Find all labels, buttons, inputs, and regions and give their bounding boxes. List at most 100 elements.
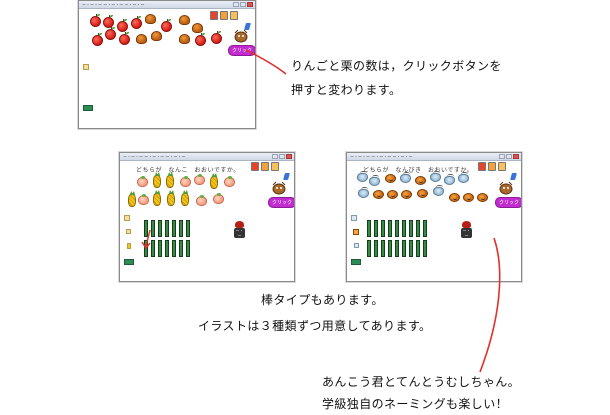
peach-icon	[180, 176, 191, 187]
tool-yellow-button[interactable]	[498, 162, 506, 171]
click-button[interactable]: クリック	[228, 45, 255, 56]
counting-bar	[402, 220, 406, 237]
counting-bar	[165, 220, 169, 237]
pineapple-icon	[167, 193, 175, 206]
left-window-title: ー・ー・ー ー・ー・ー ー・ー・ー	[123, 153, 186, 159]
tool-orange-button[interactable]	[488, 162, 496, 171]
counting-bar	[409, 220, 413, 237]
anglerfish-icon	[463, 193, 474, 202]
ladybug-icon	[430, 171, 441, 182]
caption-line: 棒タイプもあります。	[261, 293, 384, 307]
tool-red-button[interactable]	[251, 162, 259, 171]
counting-bar	[179, 240, 183, 257]
green-nav-button[interactable]	[351, 259, 361, 265]
minimize-button[interactable]	[272, 154, 278, 159]
achievement-badge-icon: ー・ー	[461, 221, 472, 238]
bar-group-top	[367, 220, 427, 237]
mascot-character-icon	[234, 29, 248, 43]
counting-bar	[151, 220, 155, 237]
side-small-peach-icon	[126, 229, 131, 234]
counting-bar	[367, 220, 371, 237]
click-button[interactable]: クリック	[495, 197, 521, 208]
close-button[interactable]	[247, 2, 253, 7]
counting-bar	[388, 220, 392, 237]
tool-yellow-button[interactable]	[271, 162, 279, 171]
counting-bar	[186, 240, 190, 257]
chestnut-icon	[192, 23, 203, 33]
side-pineapple-icon	[127, 243, 131, 249]
anglerfish-icon	[387, 190, 398, 199]
counting-bar	[179, 220, 183, 237]
ladybug-icon	[357, 171, 368, 182]
chestnut-icon	[179, 15, 190, 25]
tool-red-button[interactable]	[478, 162, 486, 171]
counting-bar	[151, 240, 155, 257]
chestnut-icon	[136, 34, 147, 44]
close-button[interactable]	[513, 154, 519, 159]
counting-bar	[172, 240, 176, 257]
tool-orange-button[interactable]	[261, 162, 269, 171]
caption-line: 押すと変わります。	[291, 83, 402, 97]
apple-icon	[92, 33, 103, 46]
right-window-title: ー・ー・ー ー・ー・ー ー・ー・ー	[350, 153, 413, 159]
counting-bar	[416, 240, 420, 257]
caption-bottom-right: あんこう君とてんとうむしちゃん。 学級独自のネーミングも楽しい！	[322, 371, 520, 415]
close-button[interactable]	[286, 154, 292, 159]
apple-icon	[119, 32, 130, 45]
caption-top-right: りんごと栗の数は，クリックボタンを 押すと変わります。	[291, 55, 502, 101]
side-apple-icon	[83, 64, 89, 70]
caption-line: イラストは３種類ずつ用意してあります。	[198, 319, 432, 333]
top-window-title: ー・ー・ー ー・ー・ー ー・ー・ー	[82, 1, 145, 7]
pineapple-icon	[128, 194, 136, 207]
anglerfish-icon	[415, 176, 426, 185]
minimize-button[interactable]	[499, 154, 505, 159]
left-window-titlebar: ー・ー・ー ー・ー・ー ー・ー・ー	[120, 153, 294, 161]
ladybug-icon	[433, 185, 444, 196]
counting-bar	[374, 240, 378, 257]
caption-line: りんごと栗の数は，クリックボタンを	[291, 59, 502, 73]
chestnut-icon	[145, 14, 156, 24]
green-nav-button[interactable]	[83, 105, 93, 111]
mascot-character-icon	[272, 181, 286, 195]
bar-group-bottom	[367, 240, 427, 257]
side-anglerfish-icon	[353, 229, 359, 235]
maximize-button[interactable]	[240, 2, 246, 7]
anglerfish-icon	[417, 189, 428, 198]
anglerfish-icon	[401, 190, 412, 199]
peach-icon	[194, 174, 205, 185]
side-small-ladybug-icon	[354, 243, 359, 248]
counting-bar	[374, 220, 378, 237]
tool-red-button[interactable]	[210, 11, 218, 20]
tool-orange-button[interactable]	[220, 11, 228, 20]
green-nav-button[interactable]	[124, 259, 134, 265]
tool-yellow-button[interactable]	[230, 11, 238, 20]
counting-bar	[388, 240, 392, 257]
caption-line: あんこう君とてんとうむしちゃん。	[322, 375, 521, 389]
anglerfish-icon	[385, 174, 396, 183]
ladybug-icon	[358, 187, 369, 198]
red-arrow-icon	[141, 229, 151, 250]
counting-bar	[381, 240, 385, 257]
peach-icon	[196, 195, 207, 206]
counting-bar	[395, 240, 399, 257]
click-button[interactable]: クリック	[268, 197, 294, 208]
left-app-screenshot: ー・ー・ー ー・ー・ー ー・ー・ー どちらが なんこ おおいですか。 クリック …	[119, 152, 295, 282]
peach-icon	[138, 194, 149, 205]
anglerfish-icon	[373, 190, 384, 199]
minimize-button[interactable]	[233, 2, 239, 7]
caption-middle: 棒タイプもあります。	[253, 289, 384, 311]
apple-icon	[195, 33, 206, 46]
counting-bar	[416, 220, 420, 237]
counting-bar	[158, 240, 162, 257]
counting-bar	[186, 220, 190, 237]
apple-icon	[211, 31, 222, 44]
maximize-button[interactable]	[279, 154, 285, 159]
counting-bar	[402, 240, 406, 257]
pineapple-icon	[153, 175, 161, 188]
apple-icon	[117, 19, 128, 32]
mascot-character-icon	[499, 181, 513, 195]
maximize-button[interactable]	[506, 154, 512, 159]
right-window-titlebar: ー・ー・ー ー・ー・ー ー・ー・ー	[347, 153, 521, 161]
apple-icon	[131, 16, 142, 29]
